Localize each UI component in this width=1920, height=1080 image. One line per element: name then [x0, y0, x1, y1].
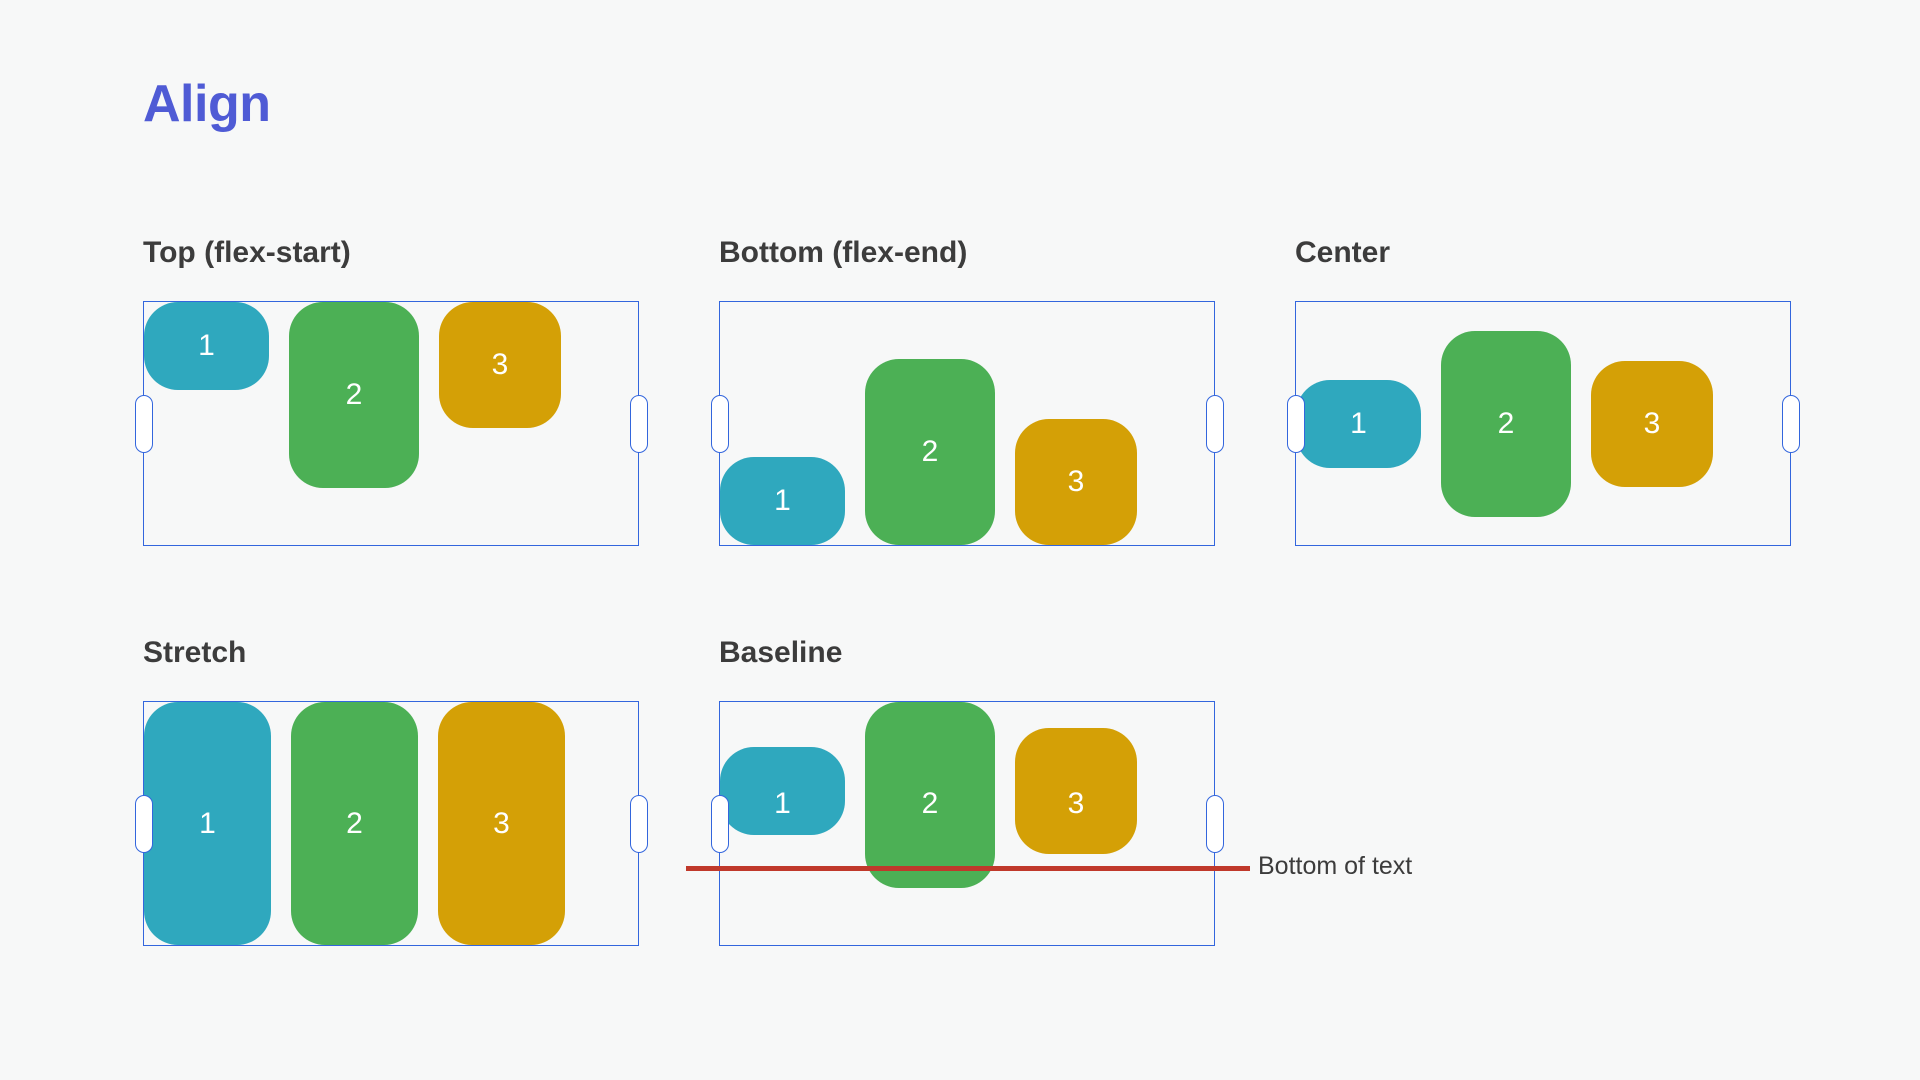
resize-handle-right[interactable]: [629, 794, 648, 853]
flex-item-1[interactable]: 1: [1296, 379, 1421, 468]
flex-item-1[interactable]: 1: [144, 702, 271, 945]
resize-handle-right[interactable]: [1205, 394, 1224, 453]
flex-item-1[interactable]: 1: [720, 747, 845, 835]
flex-item-3[interactable]: 3: [438, 702, 565, 945]
resize-handle-left[interactable]: [710, 394, 729, 453]
flex-container-baseline[interactable]: 1 2 3 Bottom of text: [686, 701, 1412, 946]
panel-baseline: Baseline 1 2 3 Bottom of text: [686, 636, 1412, 946]
flex-item-2[interactable]: 2: [1441, 330, 1571, 517]
flex-item-2[interactable]: 2: [289, 302, 419, 488]
resize-handle-left[interactable]: [134, 394, 153, 453]
flex-item-label: 1: [1350, 406, 1367, 440]
flex-item-label: 3: [1067, 465, 1085, 498]
panel-stretch: Stretch 1 2 3: [134, 636, 648, 946]
panel-heading: Baseline: [719, 636, 843, 669]
baseline-marker-line: [686, 866, 1250, 871]
panel-top-flex-start: Top (flex-start) 1 2 3: [134, 236, 648, 546]
demo-grid: Top (flex-start) 1 2 3 Bottom (flex-end): [134, 236, 1843, 946]
flex-item-3[interactable]: 3: [1591, 360, 1713, 487]
flex-item-label: 3: [1643, 406, 1661, 440]
flex-item-1[interactable]: 1: [720, 457, 845, 545]
flex-item-label: 3: [491, 348, 509, 381]
flex-item-label: 3: [1067, 787, 1085, 820]
flex-item-label: 3: [493, 806, 510, 840]
resize-handle-left[interactable]: [710, 794, 729, 853]
panel-heading: Stretch: [143, 636, 247, 669]
baseline-annotation-label: Bottom of text: [1258, 852, 1413, 880]
flex-item-3[interactable]: 3: [1015, 419, 1137, 545]
panel-heading: Bottom (flex-end): [719, 236, 968, 269]
flex-item-2[interactable]: 2: [865, 359, 995, 545]
flex-item-3[interactable]: 3: [439, 302, 561, 428]
flex-container-bottom-flex-end[interactable]: 1 2 3: [710, 301, 1224, 546]
panel-center: Center 1 2 3: [1286, 236, 1800, 546]
flex-container-center[interactable]: 1 2 3: [1286, 301, 1800, 546]
flex-item-2[interactable]: 2: [865, 702, 995, 888]
flex-item-label: 1: [774, 787, 791, 820]
flex-item-label: 2: [921, 787, 939, 820]
flex-item-label: 1: [199, 806, 216, 840]
flex-item-label: 1: [198, 329, 215, 362]
flex-item-label: 1: [774, 484, 791, 517]
flex-item-label: 2: [1497, 406, 1515, 440]
resize-handle-right[interactable]: [629, 394, 648, 453]
resize-handle-left[interactable]: [134, 794, 153, 853]
flex-container-top-flex-start[interactable]: 1 2 3: [134, 301, 648, 546]
panel-heading: Top (flex-start): [143, 236, 351, 269]
flex-item-3[interactable]: 3: [1015, 728, 1137, 854]
panel-heading: Center: [1295, 236, 1391, 269]
resize-handle-right[interactable]: [1205, 794, 1224, 853]
flex-item-1[interactable]: 1: [144, 302, 269, 390]
flex-item-2[interactable]: 2: [291, 702, 418, 945]
resize-handle-left[interactable]: [1286, 394, 1305, 453]
page-title: Align: [143, 75, 271, 133]
flex-item-label: 2: [346, 806, 363, 840]
panel-bottom-flex-end: Bottom (flex-end) 1 2 3: [710, 236, 1224, 546]
resize-handle-right[interactable]: [1781, 394, 1800, 453]
flex-item-label: 2: [345, 378, 363, 411]
flex-container-stretch[interactable]: 1 2 3: [134, 701, 648, 946]
flex-item-label: 2: [921, 435, 939, 468]
